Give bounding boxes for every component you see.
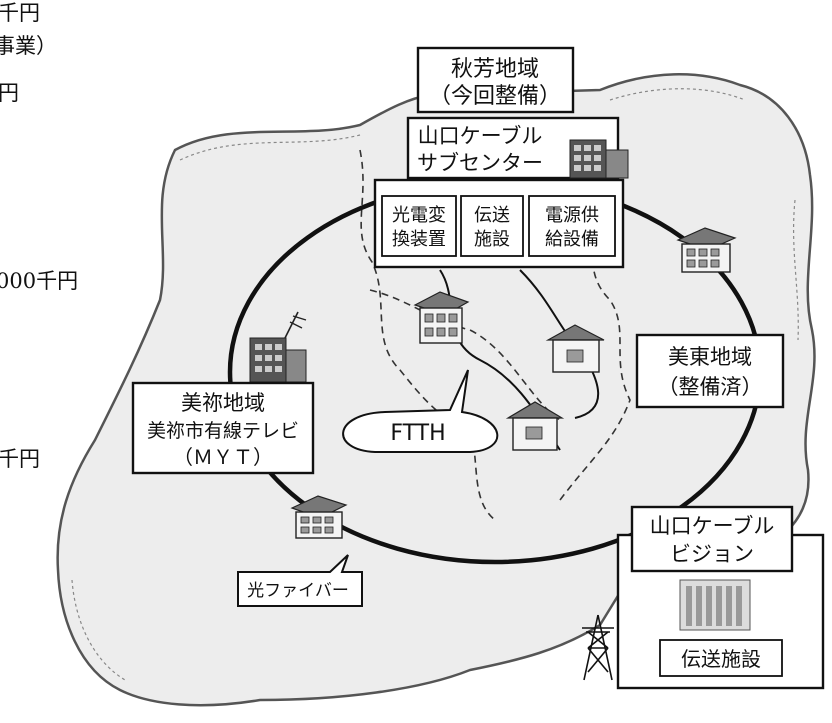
region-akiyoshi: 秋芳地域 （今回整備） bbox=[416, 46, 575, 114]
house-icon bbox=[505, 401, 565, 451]
equipment-transmission-line1: 伝送 bbox=[474, 205, 510, 226]
equipment-photoelectric-line1: 光電変 bbox=[392, 205, 446, 226]
apartment-icon bbox=[676, 227, 737, 273]
map-silhouette-texture bbox=[71, 88, 799, 681]
vision-facility-box bbox=[659, 639, 783, 677]
fiber-callout-bubble bbox=[237, 554, 363, 607]
building-icon bbox=[679, 579, 751, 631]
vision-title-line2: ビジョン bbox=[670, 542, 754, 566]
subcenter: 山口ケーブル サブセンター 光電変 換装置 伝送 施設 電源供 給設備 bbox=[373, 116, 629, 269]
left-edge-text-3: 円 bbox=[0, 81, 19, 105]
region-boundary-west bbox=[359, 149, 496, 521]
region-mito-box bbox=[635, 333, 785, 409]
equipment-photoelectric-line2: 換装置 bbox=[392, 229, 446, 250]
left-edge-text-1: 千円 bbox=[0, 1, 40, 25]
region-boundary-east bbox=[559, 199, 631, 501]
apartment-icon bbox=[290, 495, 348, 539]
region-mito-name: 美東地域 bbox=[668, 345, 752, 369]
head-end-vision: 山口ケーブル ビジョン 伝送施設 bbox=[616, 505, 825, 690]
vision-title-line1: 山口ケーブル bbox=[650, 514, 775, 538]
subcenter-title-line1: 山口ケーブル bbox=[418, 124, 543, 148]
left-edge-text-4: 000千円 bbox=[0, 269, 78, 293]
apartment-icon bbox=[413, 291, 470, 344]
ftth-callout: FTTH bbox=[342, 369, 499, 453]
ftth-callout-bubble bbox=[342, 369, 499, 453]
equipment-power-supply: 電源供 給設備 bbox=[528, 195, 616, 257]
region-mito-status: （整備済） bbox=[658, 375, 763, 399]
equipment-power-line1: 電源供 bbox=[545, 205, 599, 226]
region-mine-box bbox=[131, 381, 315, 475]
house-icon bbox=[545, 324, 605, 373]
left-edge-text-2: 事業） bbox=[0, 34, 57, 58]
left-edge-text-5: 千円 bbox=[0, 447, 40, 471]
region-mine-operator: 美祢市有線テレビ bbox=[147, 420, 299, 442]
transmission-tower-icon bbox=[582, 614, 614, 681]
vision-title-box bbox=[630, 505, 794, 573]
equipment-transmission-line2: 施設 bbox=[474, 229, 510, 250]
fiber-callout: 光ファイバー bbox=[237, 554, 363, 607]
building-icon bbox=[569, 139, 629, 179]
region-mine-abbrev: （ＭＹＴ） bbox=[173, 445, 273, 469]
equipment-transmission: 伝送 施設 bbox=[460, 195, 524, 257]
subcenter-title-line2: サブセンター bbox=[417, 151, 543, 175]
region-akiyoshi-name: 秋芳地域 bbox=[451, 57, 539, 82]
region-akiyoshi-status: （今回整備） bbox=[429, 84, 561, 109]
region-mine: 美祢地域 美祢市有線テレビ （ＭＹＴ） bbox=[131, 381, 315, 475]
antenna-icon bbox=[284, 311, 307, 339]
region-mine-name: 美祢地域 bbox=[181, 391, 265, 415]
equipment-power-line2: 給設備 bbox=[545, 229, 599, 250]
vision-facility-label: 伝送施設 bbox=[681, 647, 761, 671]
fiber-callout-label: 光ファイバー bbox=[247, 581, 349, 601]
region-mito: 美東地域 （整備済） bbox=[635, 333, 785, 409]
region-akiyoshi-box bbox=[416, 46, 575, 114]
ftth-callout-label: FTTH bbox=[390, 421, 445, 446]
equipment-photoelectric: 光電変 換装置 bbox=[381, 195, 457, 257]
building-icon bbox=[249, 337, 307, 383]
